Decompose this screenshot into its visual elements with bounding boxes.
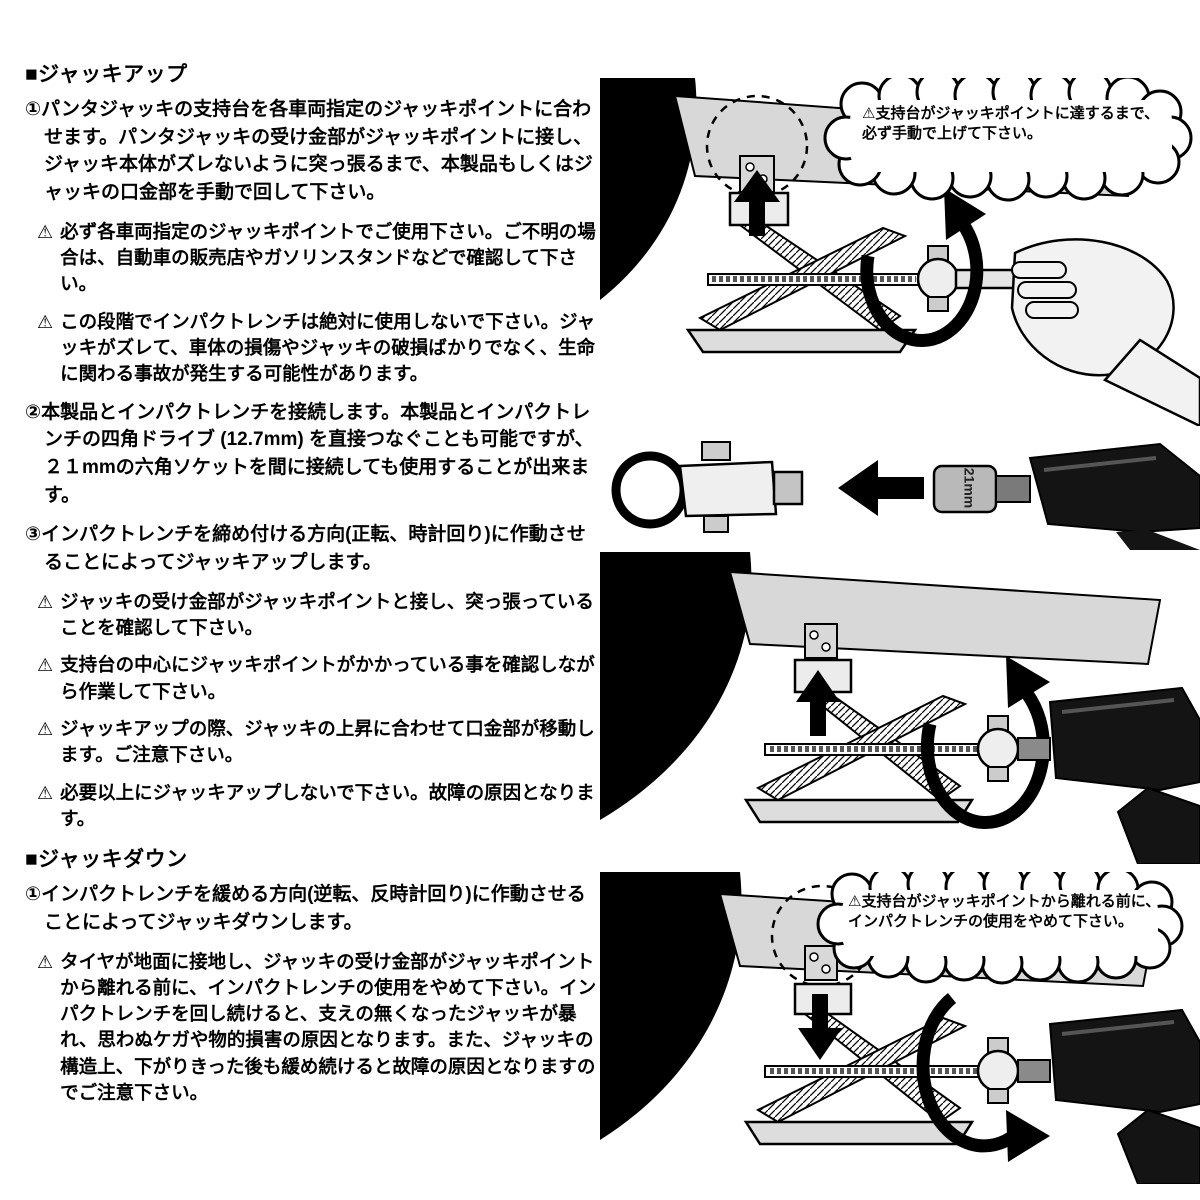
socket-illustration: 21mm [932, 464, 998, 514]
rotation-arrow-icon [860, 188, 986, 347]
warning-text: ジャッキの受け金部がジャッキポイントと接し、突っ張っていることを確認して下さい。 [60, 590, 594, 639]
warning-icon: ⚠ [37, 719, 54, 739]
section-heading-jack-down: ■ジャッキダウン [25, 848, 188, 872]
warning-item: ⚠ 支持台の中心にジャッキポイントがかかっている事を確認しながら作業して下さい。 [25, 652, 603, 705]
warning-item: ⚠ ジャッキの受け金部がジャッキポイントと接し、突っ張っていることを確認して下さ… [25, 589, 603, 642]
warning-text: 支持台の中心にジャッキポイントがかかっている事を確認しながら作業して下さい。 [60, 654, 595, 702]
warning-item: ⚠ タイヤが地面に接地し、ジャッキの受け金部がジャッキポイントから離れる前に、イ… [25, 949, 603, 1107]
scissor-jack-illustration [743, 658, 984, 824]
impact-wrench-illustration [1017, 1008, 1200, 1184]
warning-text: ジャッキアップの際、ジャッキの上昇に合わせて口金部が移動します。ご注意下さい。 [60, 718, 595, 766]
impact-wrench-illustration [1017, 686, 1200, 864]
warning-item: ⚠ 必要以上にジャッキアップしないで下さい。故障の原因となります。 [25, 780, 603, 833]
car-body-silhouette [600, 552, 752, 820]
warning-icon: ⚠ [37, 951, 54, 972]
adapter-illustration [611, 441, 804, 533]
jack-up-step1-text: ①パンタジャッキの支持台を各車両指定のジャッキポイントに合わせます。パンタジャッ… [25, 99, 593, 204]
instruction-text-column: ■ジャッキアップ ①パンタジャッキの支持台を各車両指定のジャッキポイントに合わせ… [25, 58, 603, 1117]
cloud-callout-bubble [823, 78, 1193, 202]
figure-jack-up-wrench [600, 552, 1200, 864]
callout-jack-up-manual: ⚠支持台がジャッキポイントに達するまで、必ず手動で上げて下さい。 [862, 105, 1160, 143]
figure-jack-up-manual-svg [600, 78, 1200, 426]
warning-icon: ⚠ [37, 311, 54, 332]
socket-size-label: 21mm [961, 468, 977, 508]
warning-text: タイヤが地面に接地し、ジャッキの受け金部がジャッキポイントから離れる前に、インパ… [60, 950, 597, 1103]
up-arrow-icon [796, 670, 840, 736]
left-arrow-icon [838, 460, 924, 516]
warning-icon: ⚠ [37, 591, 54, 612]
car-body-silhouette [600, 872, 742, 1140]
warning-icon: ⚠ [37, 221, 54, 242]
jack-up-step2-text: ②本製品とインパクトレンチを接続します。本製品とインパクトレンチの四角ドライブ … [25, 401, 594, 506]
cloud-callout-bubble [816, 872, 1184, 985]
car-sill [728, 570, 1162, 666]
warning-icon: ⚠ [37, 782, 54, 803]
impact-wrench-illustration [995, 442, 1200, 550]
down-arrow-icon [798, 994, 842, 1060]
swivel-coupler [976, 1037, 1020, 1104]
warning-text: 必要以上にジャッキアップしないで下さい。故障の原因となります。 [60, 781, 595, 829]
jack-down-step1-text: ①インパクトレンチを緩める方向(逆転、反時計回り)に作動させることによってジャッ… [25, 884, 586, 933]
figure-connect-wrench: 21mm [600, 428, 1200, 550]
car-body-silhouette [600, 78, 697, 300]
rotation-arrow-icon-ccw [916, 992, 1050, 1162]
warning-icon: ⚠ [37, 655, 54, 676]
section-heading-jack-up: ■ジャッキアップ [25, 63, 188, 86]
warning-item: ⚠ この段階でインパクトレンチは絶対に使用しないで下さい。ジャッキがズレて、車体… [25, 309, 603, 388]
warning-text: 必ず各車両指定のジャッキポイントでご使用下さい。ご不明の場合は、自動車の販売店や… [60, 220, 596, 295]
figure-connect-wrench-svg: 21mm [611, 441, 1200, 550]
figure-jack-down-wrench: ⚠支持台がジャッキポイントから離れる前に、インパクトレンチの使用をやめて下さい。 [600, 872, 1200, 1184]
rotation-arrow-icon [920, 656, 1050, 830]
warning-text: この段階でインパクトレンチは絶対に使用しないで下さい。ジャッキがズレて、車体の損… [60, 310, 596, 385]
warning-item: ⚠ ジャッキアップの際、ジャッキの上昇に合わせて口金部が移動します。ご注意下さい… [25, 716, 603, 769]
callout-jack-down-stop: ⚠支持台がジャッキポイントから離れる前に、インパクトレンチの使用をやめて下さい。 [848, 893, 1161, 931]
jack-up-step3-text: ③インパクトレンチを締め付ける方向(正転、時計回り)に作動させることによってジャ… [25, 524, 586, 574]
figure-jack-up-wrench-svg [600, 552, 1200, 864]
up-arrow-icon [734, 170, 780, 236]
figure-jack-up-manual: ⚠支持台がジャッキポイントに達するまで、必ず手動で上げて下さい。 [600, 78, 1200, 426]
warning-item: ⚠ 必ず各車両指定のジャッキポイントでご使用下さい。ご不明の場合は、自動車の販売… [25, 219, 603, 298]
scissor-jack-illustration [685, 191, 921, 354]
swivel-coupler [976, 715, 1020, 782]
figure-jack-down-wrench-svg [600, 872, 1200, 1184]
hand-illustration [1010, 238, 1200, 426]
